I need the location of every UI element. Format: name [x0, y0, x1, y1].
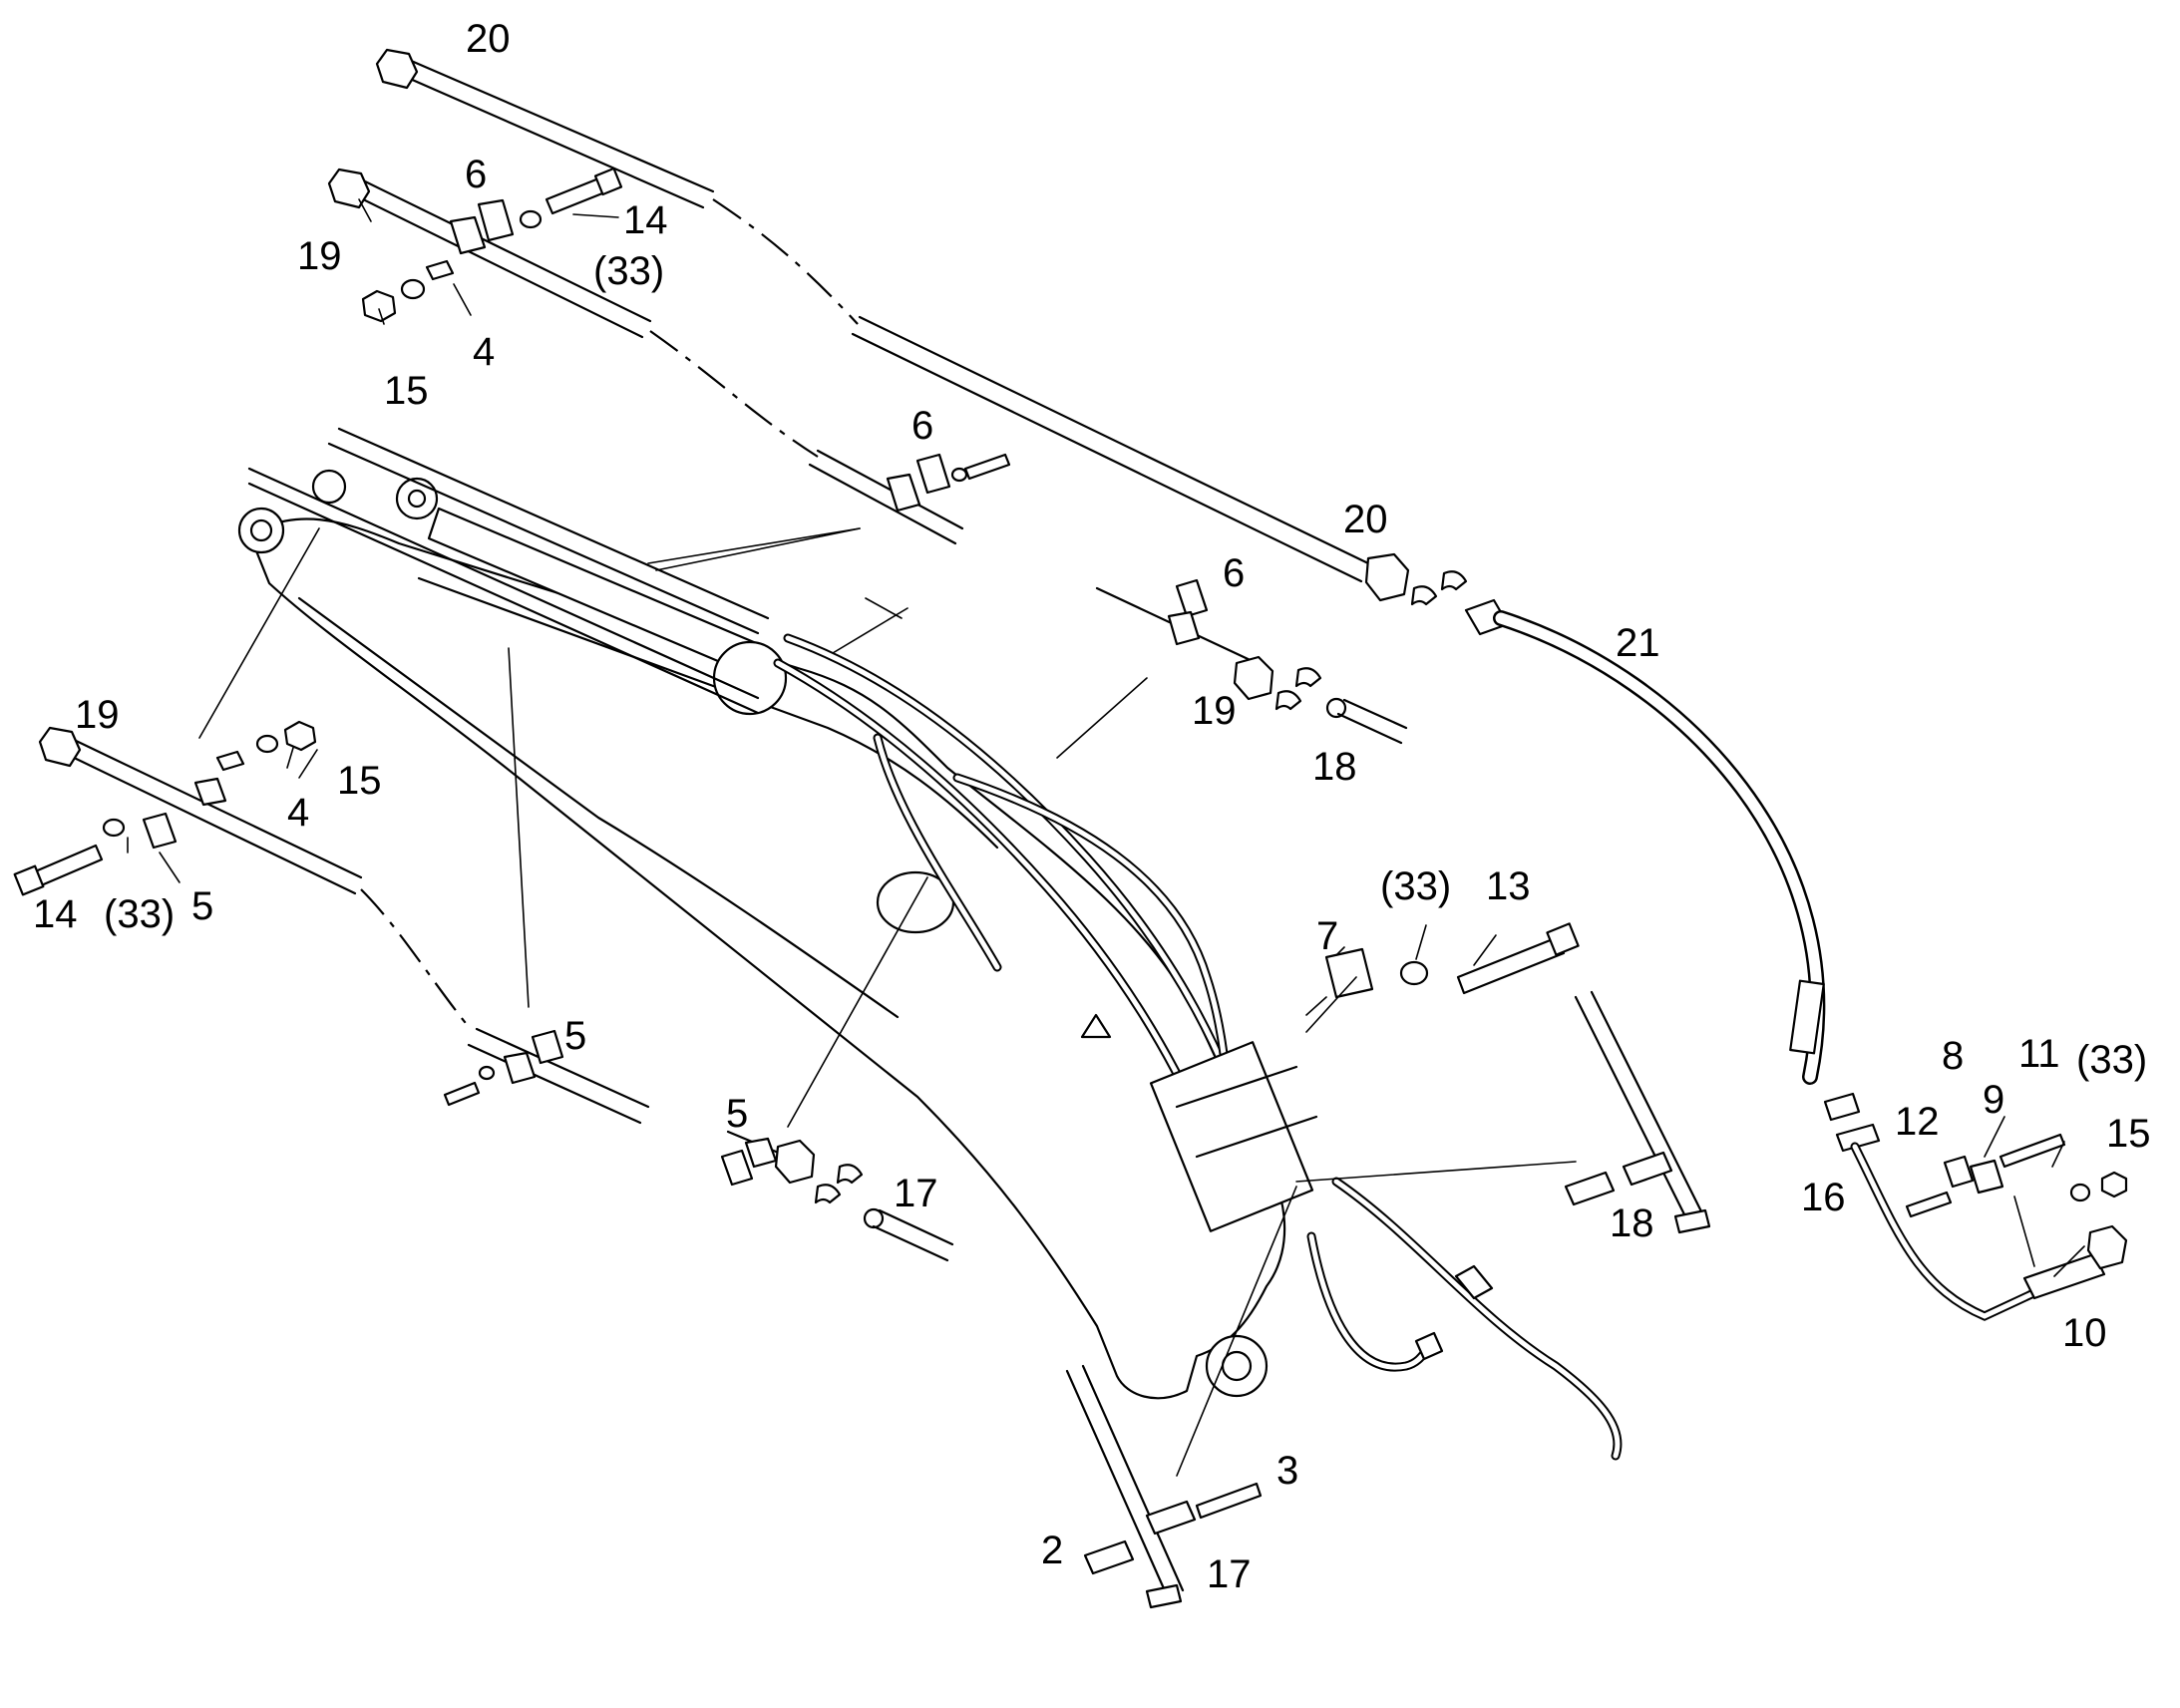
callout-19-right: 19 [1192, 689, 1237, 733]
pipe-19-left [13, 720, 650, 1125]
callout-5-lower: 5 [726, 1092, 748, 1136]
pipe-19-right [1095, 578, 1408, 745]
pipe-16-group [1823, 1092, 2128, 1321]
callout-2: 2 [1041, 1529, 1063, 1572]
washer-33-r2 [2069, 1183, 2091, 1202]
callout-19-left: 19 [75, 693, 120, 737]
callout-11: 11 [2018, 1032, 2060, 1076]
callout-12: 12 [1895, 1100, 1940, 1144]
washer-33-top [519, 209, 543, 229]
callout-13: 13 [1486, 864, 1531, 908]
flange-19-right [1233, 655, 1274, 701]
callout-33-r2: (33) [2076, 1038, 2147, 1082]
pipe-17-mid [720, 1130, 954, 1262]
callout-20-right: 20 [1343, 498, 1388, 541]
spacer-4-left [215, 750, 245, 772]
callout-6-mid: 6 [911, 404, 933, 448]
pipe-19-upper [327, 167, 1011, 545]
callout-15-left: 15 [337, 759, 382, 803]
clamp-6-right [1175, 578, 1209, 618]
callout-5-left: 5 [191, 884, 213, 928]
pipe-19-flange [327, 168, 371, 209]
bolt-12 [1905, 1191, 1953, 1218]
washer-33-right [1399, 960, 1429, 986]
callout-6-right: 6 [1223, 551, 1245, 595]
flange-19-left [38, 726, 82, 768]
flange-17 [774, 1139, 816, 1185]
nut-15-left [283, 720, 317, 752]
hose-21 [1464, 598, 1826, 1085]
callout-16: 16 [1801, 1176, 1846, 1219]
clamp-6-mid [915, 453, 951, 495]
callout-21: 21 [1616, 621, 1660, 665]
clamp-2 [1083, 1539, 1135, 1575]
clamp-7 [1324, 947, 1374, 999]
callout-19-top: 19 [297, 234, 342, 278]
callout-33-left: (33) [104, 892, 175, 936]
pipe-20-flange-bottom [1364, 552, 1410, 602]
callout-33-top: (33) [593, 249, 664, 293]
callout-18-right: 18 [1312, 745, 1357, 789]
boom-assembly [237, 427, 1623, 1461]
pipe-20-flange-top [375, 48, 419, 90]
callout-10: 10 [2062, 1311, 2107, 1355]
callout-18-lower: 18 [1610, 1201, 1654, 1245]
clamp-group-lower [1065, 1364, 1263, 1609]
pipe-16-flange [1823, 1092, 1861, 1122]
callouts: 20 6 14 (33) 19 4 15 6 20 6 21 19 18 19 … [33, 17, 2151, 1596]
callout-33-right: (33) [1380, 864, 1451, 908]
clamp-5-left [193, 777, 227, 807]
washer-33-left [102, 818, 126, 838]
callout-4-left: 4 [287, 791, 309, 835]
bolt-13 [1456, 935, 1566, 995]
clamp-8 [1943, 1155, 1975, 1189]
boom-body [247, 517, 1286, 1400]
callout-20-top: 20 [466, 17, 511, 61]
callout-4-top: 4 [473, 330, 495, 374]
callout-7: 7 [1316, 914, 1338, 958]
clamp-9 [1969, 1159, 2004, 1195]
clamp-group-right [1324, 922, 1711, 1234]
callout-14-top: 14 [623, 198, 668, 242]
callout-17-lower: 17 [1207, 1552, 1252, 1596]
clamp-18 [1622, 1151, 1673, 1187]
pipe-20 [375, 48, 1468, 606]
callout-14-left: 14 [33, 892, 78, 936]
callout-15-top: 15 [384, 369, 429, 413]
callout-5-mid: 5 [564, 1014, 586, 1058]
valve-block [1149, 1041, 1314, 1232]
callout-15-right: 15 [2106, 1112, 2151, 1156]
clamp-6-top [477, 198, 515, 242]
bolt-11 [1998, 1133, 2066, 1169]
pipe-16-end [2022, 1252, 2106, 1300]
nut-15-top [361, 289, 397, 323]
leader-lines [127, 198, 2085, 1477]
clamp-5-mid [531, 1029, 564, 1065]
clamp-5-lower [720, 1149, 754, 1187]
callout-9: 9 [1983, 1078, 2004, 1122]
callout-17-mid: 17 [894, 1172, 938, 1215]
clamp-17 [1145, 1500, 1197, 1536]
spacer-4-top [425, 259, 455, 281]
callout-8: 8 [1942, 1034, 1964, 1078]
callout-6-top: 6 [465, 153, 487, 196]
callout-3: 3 [1276, 1449, 1298, 1493]
bolt-3 [1195, 1482, 1263, 1520]
nut-15-right [2100, 1171, 2128, 1198]
